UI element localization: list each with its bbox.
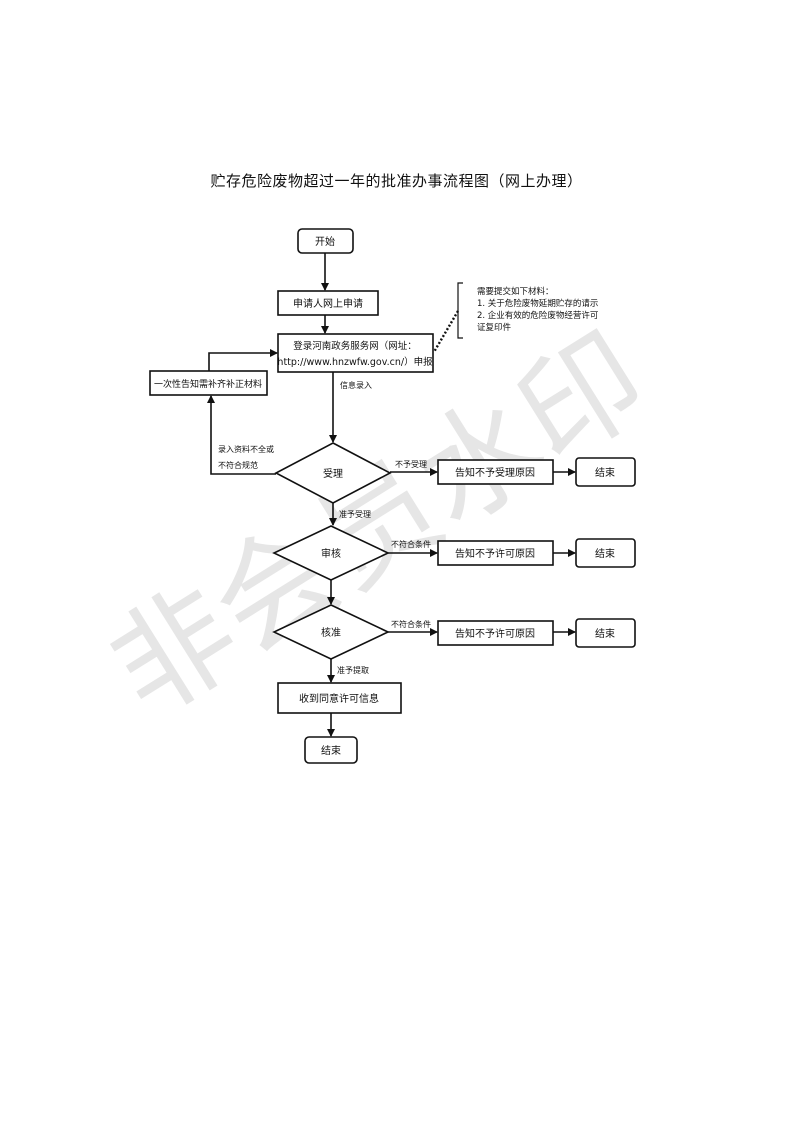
- supplement-label: 一次性告知需补齐补正材料: [154, 378, 262, 390]
- accept-label: 受理: [323, 468, 343, 480]
- incomplete-label-line1: 录入资料不全或: [218, 444, 274, 454]
- notify-not-permit-1-label: 告知不予许可原因: [455, 547, 535, 560]
- notify-not-accept-label: 告知不予受理原因: [455, 466, 535, 479]
- end-final-label: 结束: [321, 744, 341, 757]
- apply-label: 申请人网上申请: [293, 297, 363, 310]
- not-meet-label-1: 不符合条件: [391, 539, 431, 549]
- end-1-label: 结束: [595, 466, 615, 479]
- notify-not-permit-2-box: [437, 620, 554, 646]
- review-label: 审核: [321, 547, 341, 560]
- note-connector: [432, 310, 460, 353]
- incomplete-label-line2: 不符合规范: [218, 460, 258, 470]
- received-label: 收到同意许可信息: [299, 692, 379, 705]
- grant-pickup-label: 准予提取: [337, 665, 369, 675]
- note-line3: 2. 企业有效的危险废物经营许可: [477, 310, 599, 321]
- note-line1: 需要提交如下材料：: [477, 286, 554, 297]
- end-final-box: [304, 736, 358, 764]
- received-box: [277, 682, 402, 714]
- login-label-line1: 登录河南政务服务网（网址：: [293, 340, 417, 352]
- note-line2: 1. 关于危险废物延期贮存的请示: [477, 298, 598, 309]
- approve-label: 核准: [321, 626, 341, 639]
- note-bracket: [457, 282, 463, 339]
- end-3-label: 结束: [595, 627, 615, 640]
- notify-not-accept-box: [437, 459, 554, 485]
- note-line4: 证复印件: [477, 322, 512, 333]
- login-label-line2: http://www.hnzwfw.gov.cn/）申报: [277, 356, 433, 368]
- arrow-accept-supplement: [207, 395, 276, 475]
- end-1-box: [575, 457, 636, 487]
- end-2-box: [575, 538, 636, 568]
- start-label: 开始: [315, 235, 335, 248]
- grant-accept-label: 准予受理: [339, 509, 371, 519]
- not-meet-label-2: 不符合条件: [391, 619, 431, 629]
- notify-not-permit-2-label: 告知不予许可原因: [455, 627, 535, 640]
- apply-box: [277, 290, 379, 316]
- login-box: [277, 333, 434, 373]
- not-accept-label: 不予受理: [395, 459, 427, 469]
- end-3-box: [575, 618, 636, 648]
- end-2-label: 结束: [595, 547, 615, 560]
- arrow-supplement-login: [208, 349, 278, 371]
- info-entry-label: 信息录入: [340, 380, 372, 390]
- page-title: 贮存危险废物超过一年的批准办事流程图（网上办理）: [210, 172, 583, 190]
